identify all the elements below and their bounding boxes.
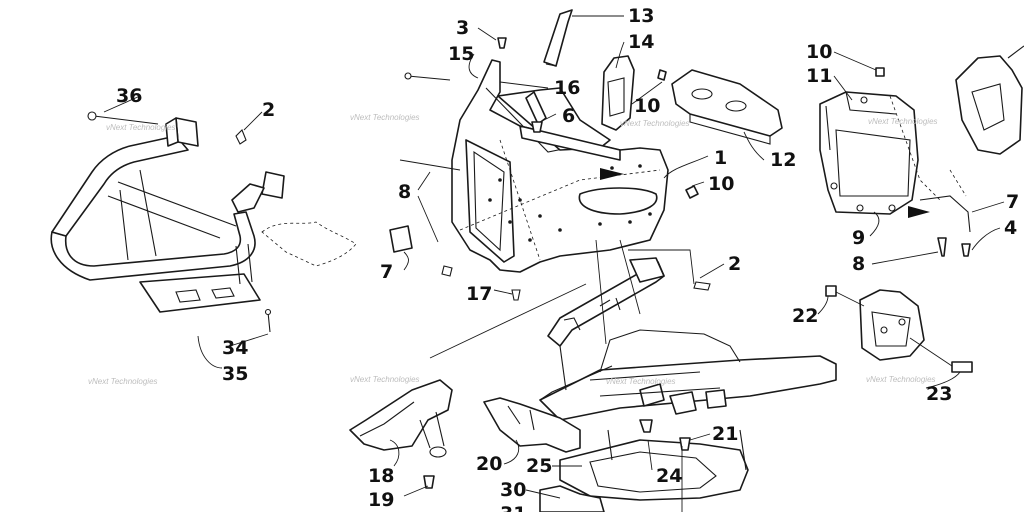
callout-7-right: 7 [1006,191,1019,213]
callout-6: 6 [562,105,575,127]
front-nose-panel-assembly [389,9,783,301]
callout-10-right: 10 [806,41,832,63]
leader-lines [103,15,1005,499]
callout-18: 18 [368,465,394,487]
callout-19: 19 [368,489,394,511]
callout-22: 22 [792,305,818,327]
watermark: vNext Technologies [868,117,938,126]
callout-23: 23 [926,383,952,405]
callout-7-left: 7 [380,261,393,283]
callout-16: 16 [554,77,580,99]
callout-34: 34 [222,337,248,359]
watermark: vNext Technologies [350,375,420,384]
callout-3: 3 [456,17,469,39]
callout-12: 12 [770,149,796,171]
callout-36: 36 [116,85,142,107]
callout-2: 2 [262,99,275,121]
watermark: vNext Technologies [106,123,176,132]
callout-15: 15 [448,43,474,65]
panel-holes [488,164,652,242]
callout-31: 31 [500,503,526,512]
front-frame-assembly [349,239,837,512]
callout-11: 11 [806,65,832,87]
watermark: vNext Technologies [350,113,420,122]
callout-13: 13 [628,5,654,27]
front-bumper-assembly [50,111,357,333]
callout-2-mid: 2 [728,253,741,275]
watermark: vNext Technologies [866,375,936,384]
right-bracket-assembly [819,45,1024,373]
callout-20: 20 [476,453,502,475]
watermark: vNext Technologies [606,377,676,386]
callout-4: 4 [1004,217,1017,239]
watermarks: vNext Technologies vNext Technologies vN… [88,113,938,386]
callout-10-mid: 10 [708,173,734,195]
callout-25: 25 [526,455,552,477]
callout-14: 14 [628,31,654,53]
callout-17: 17 [466,283,492,305]
watermark: vNext Technologies [620,119,690,128]
callout-8-left: 8 [398,181,411,203]
callout-8-right: 8 [852,253,865,275]
callout-1: 1 [714,147,727,169]
callout-21: 21 [712,423,738,445]
callout-24: 24 [656,465,682,487]
callout-30: 30 [500,479,526,501]
callout-9: 9 [852,227,865,249]
watermark: vNext Technologies [88,377,158,386]
callout-labels: 36 2 34 35 3 15 13 14 16 6 10 12 1 10 8 … [116,5,1019,512]
callout-35: 35 [222,363,248,385]
callout-10-top: 10 [634,95,660,117]
